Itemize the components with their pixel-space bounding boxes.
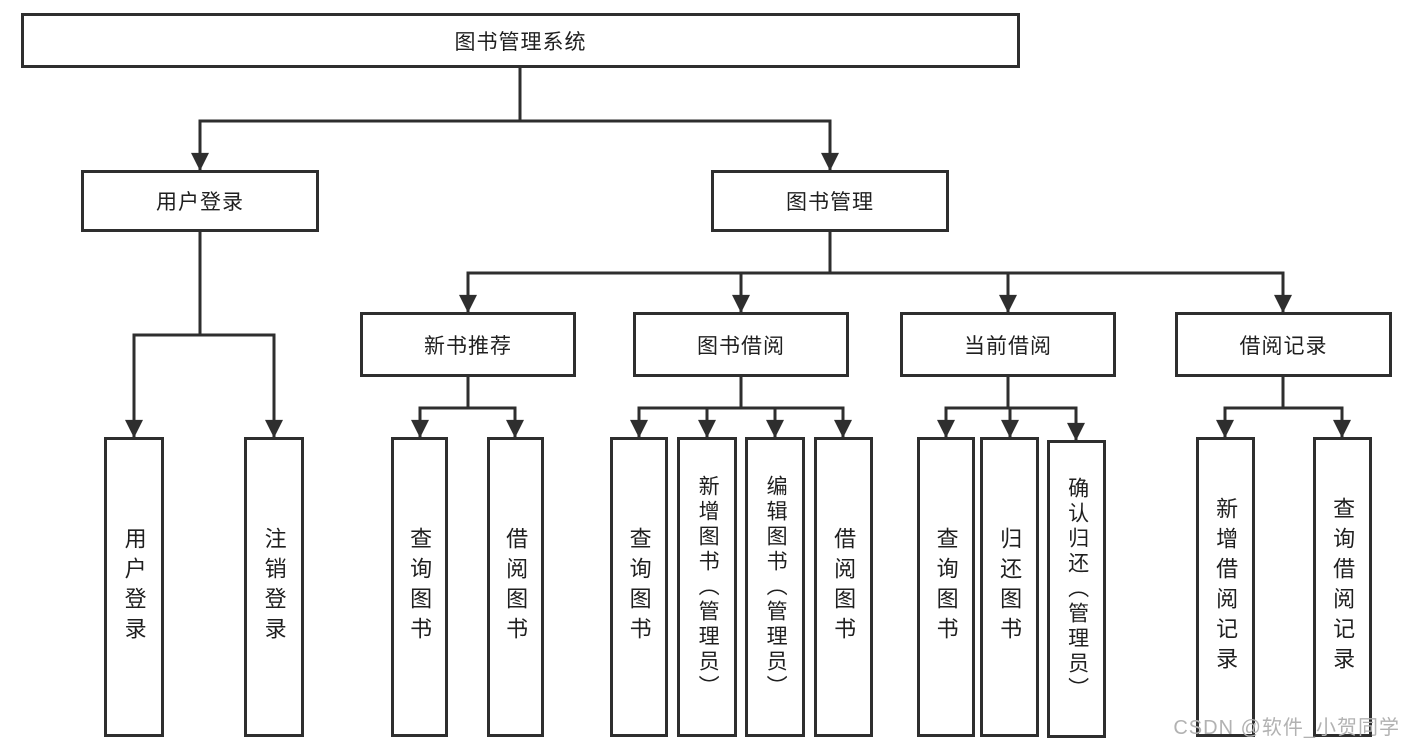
node-user-login: 用户登录 [81,170,319,232]
leaf-add-borrow-record: 新增借阅记录 [1196,437,1255,737]
node-label: 图书管理系统 [454,30,587,54]
node-label: 新增借阅记录 [1213,497,1239,677]
leaf-edit-book-admin: 编辑图书（管理员） [745,437,805,737]
leaf-query-borrow-record: 查询借阅记录 [1313,437,1372,737]
node-new-book-recommend: 新书推荐 [360,312,576,377]
leaf-confirm-return-admin: 确认归还（管理员） [1047,440,1106,738]
node-label: 确认归还（管理员） [1065,476,1089,702]
node-label: 归还图书 [997,527,1023,647]
node-label: 借阅图书 [503,527,529,647]
leaf-query-books-current: 查询图书 [917,437,975,737]
leaf-query-books-recommend: 查询图书 [391,437,448,737]
node-label: 查询图书 [407,527,433,647]
connector-book-borrow-children [630,375,852,439]
node-label: 借阅图书 [831,527,857,647]
node-book-management: 图书管理 [711,170,949,232]
node-book-borrow: 图书借阅 [633,312,849,377]
connector-new-book-children [411,375,524,439]
node-label: 查询借阅记录 [1330,497,1356,677]
leaf-return-book: 归还图书 [980,437,1039,737]
node-label: 图书借阅 [697,334,785,358]
connector-borrow-record-children [1216,375,1351,439]
node-label: 用户登录 [156,191,244,214]
connector-user-login-children [125,230,283,439]
leaf-add-book-admin: 新增图书（管理员） [677,437,737,737]
node-current-borrow: 当前借阅 [900,312,1116,377]
leaf-borrow-books: 借阅图书 [814,437,873,737]
node-label: 借阅记录 [1239,334,1328,358]
leaf-query-books-borrow: 查询图书 [610,437,668,737]
leaf-borrow-books-recommend: 借阅图书 [487,437,544,737]
node-label: 图书管理 [786,191,874,214]
leaf-logout: 注销登录 [244,437,304,737]
node-label: 查询图书 [626,527,652,647]
node-label: 新书推荐 [424,334,512,358]
node-label: 注销登录 [261,527,287,647]
node-label: 编辑图书（管理员） [764,474,788,700]
node-borrow-records: 借阅记录 [1175,312,1392,377]
node-label: 新增图书（管理员） [696,474,720,700]
node-library-system-root: 图书管理系统 [21,13,1020,68]
csdn-watermark: CSDN @软件_小贺同学 [1173,717,1400,739]
node-label: 查询图书 [933,527,959,647]
connector-root-to-level2 [191,66,839,172]
connector-book-management-children [459,230,1292,314]
leaf-user-login: 用户登录 [104,437,164,737]
node-label: 用户登录 [121,527,147,647]
node-label: 当前借阅 [964,334,1052,358]
connector-current-borrow-children [937,375,1085,442]
